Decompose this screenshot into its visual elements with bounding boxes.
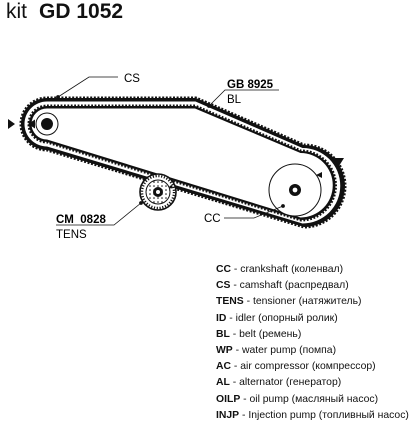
belt-type: BL [227, 94, 242, 106]
cc-timing-mark-icon [316, 172, 322, 178]
kit-code: GD 1052 [39, 0, 124, 23]
legend-item: CS - camshaft (распредвал) [216, 280, 349, 292]
crankshaft-pulley [268, 158, 344, 217]
legend-item: AC - air compressor (компрессор) [216, 361, 376, 373]
legend-item: ID - idler (опорный ролик) [216, 312, 338, 324]
cs-label: CS [124, 73, 140, 85]
leader-lines [56, 76, 285, 226]
cc-rotation-arrow-icon [334, 158, 344, 166]
tensioner-code: CM 0828 [56, 214, 106, 226]
cc-label: CC [204, 213, 221, 225]
cs-timing-mark-icon [28, 119, 35, 129]
belt-inner-hole [31, 108, 333, 218]
cs-rotation-arrow-icon [8, 119, 15, 129]
legend-item: OILP - oil pump (масляный насос) [216, 393, 379, 405]
timing-belt [19, 96, 347, 229]
camshaft-hub [41, 118, 53, 130]
kit-word: kit [6, 0, 27, 23]
tensioner-type: TENS [56, 229, 87, 241]
legend-item: AL - alternator (генератор) [216, 377, 342, 389]
legend: CC - crankshaft (коленвал) CS - camshaft… [216, 262, 420, 424]
legend-item: WP - water pump (помпа) [216, 345, 337, 357]
kit-title: kit GD 1052 [6, 0, 123, 24]
legend-item: INJP - Injection pump (топливный насос) [216, 409, 409, 421]
legend-item: CC - crankshaft (коленвал) [216, 264, 344, 275]
tensioner-roller [139, 173, 177, 211]
legend-item: BL - belt (ремень) [216, 328, 302, 340]
camshaft-pulley [8, 112, 59, 136]
belt-code: GB 8925 [227, 79, 274, 91]
legend-item: TENS - tensioner (натяжитель) [216, 296, 362, 308]
